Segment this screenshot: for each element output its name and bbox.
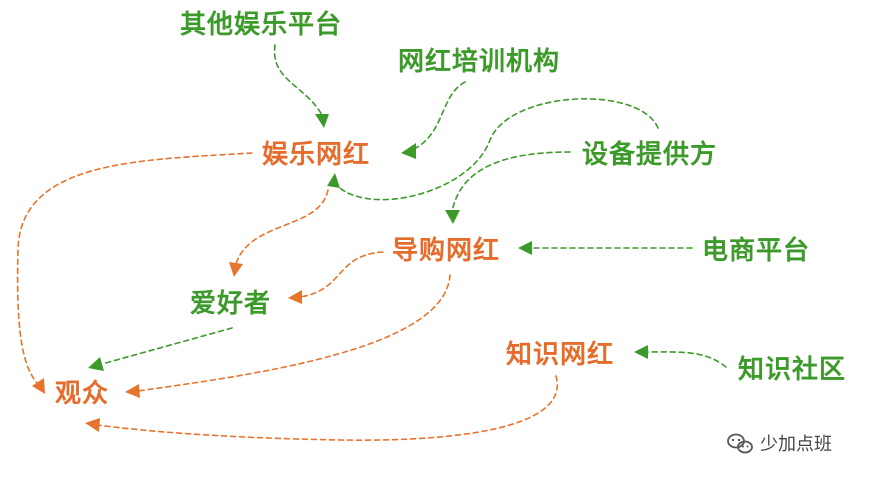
node-influencer-training: 网红培训机构 [398,46,560,77]
node-label-influencer-training: 网红培训机构 [398,46,560,77]
arrow-head [125,384,140,398]
edge-other-platforms-to-entertainment-influencer [273,44,329,128]
arrow-head [288,290,302,304]
edge-fans-to-audience [88,327,233,371]
node-entertainment-influencer: 娱乐网红 [262,139,370,170]
node-label-other-platforms: 其他娱乐平台 [180,9,342,40]
node-label-fans: 爱好者 [190,289,271,319]
arrow-head [88,357,104,371]
edge-entertainment-influencer-to-fans [229,189,329,277]
edge-shopping-influencer-to-audience [125,274,451,398]
arrow-head [85,418,100,432]
node-other-platforms: 其他娱乐平台 [180,9,342,40]
arrow-head [315,114,329,128]
node-label-entertainment-influencer: 娱乐网红 [262,139,370,170]
node-label-knowledge-influencer: 知识网红 [506,339,614,370]
node-label-shopping-influencer: 导购网红 [392,235,500,266]
node-audience: 观众 [55,379,109,409]
edge-influencer-training-to-entertainment-influencer [401,81,466,159]
edge-ecommerce-platform-to-shopping-influencer [518,241,693,255]
node-fans: 爱好者 [190,289,271,319]
arrow-head [445,210,460,224]
arrow-head [32,378,45,394]
edges [16,44,727,441]
watermark: 少加点班 [727,433,832,455]
node-equipment-providers: 设备提供方 [582,139,717,170]
node-ecommerce-platform: 电商平台 [702,235,810,266]
node-label-ecommerce-platform: 电商平台 [702,235,810,266]
arrow-head [327,173,340,188]
wechat-icon [727,433,753,454]
edge-entertainment-influencer-to-audience [16,152,253,394]
arrow-head [229,262,243,277]
node-label-audience: 观众 [55,379,109,409]
arrow-head [518,241,532,255]
edge-equipment-providers-to-entertainment-influencer [327,98,659,201]
edge-knowledge-community-to-knowledge-influencer [634,345,727,368]
edge-equipment-providers-to-shopping-influencer [445,151,571,224]
edge-knowledge-influencer-to-audience [85,375,559,441]
nodes: 其他娱乐平台 网红培训机构 娱乐网红 设备提供方 导购网红 电商平台 爱好者 知… [55,9,846,409]
node-knowledge-community: 知识社区 [738,354,846,385]
node-knowledge-influencer: 知识网红 [506,339,614,370]
node-shopping-influencer: 导购网红 [392,235,500,266]
edge-shopping-influencer-to-fans [288,251,384,304]
node-label-knowledge-community: 知识社区 [738,354,846,385]
arrow-head [634,345,648,359]
watermark-text: 少加点班 [760,434,832,455]
node-label-equipment-providers: 设备提供方 [582,139,717,170]
arrow-head [401,143,416,159]
